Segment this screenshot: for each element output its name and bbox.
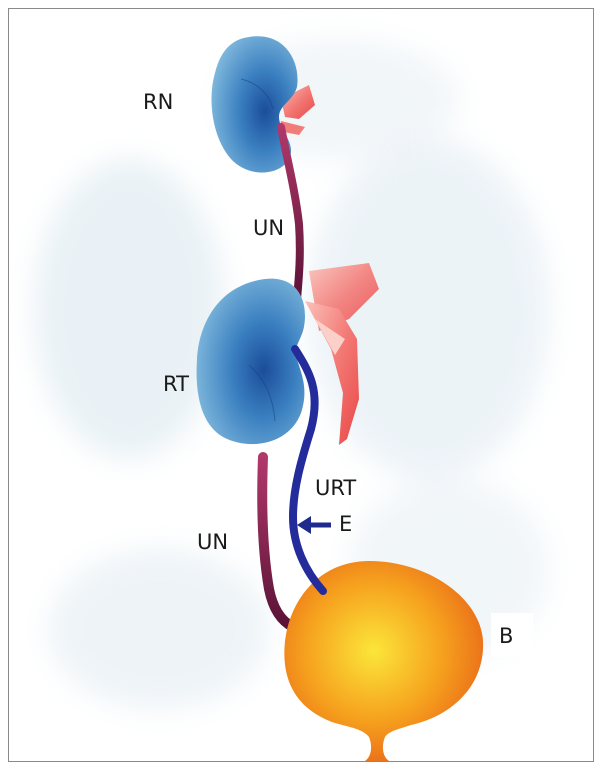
label-un-lower: UN	[197, 530, 228, 554]
label-rn: RN	[143, 90, 173, 114]
label-rt: RT	[163, 372, 189, 396]
label-b: B	[499, 624, 513, 648]
diagram-frame: RN UN RT URT E UN B	[8, 8, 594, 762]
e-arrow	[297, 516, 331, 534]
bladder	[284, 561, 483, 761]
urinary-tract-diagram: RN UN RT URT E UN B	[9, 9, 593, 761]
label-e: E	[339, 512, 352, 536]
native-ureter-lower	[262, 457, 293, 627]
label-un-upper: UN	[253, 216, 284, 240]
label-urt: URT	[315, 476, 356, 500]
